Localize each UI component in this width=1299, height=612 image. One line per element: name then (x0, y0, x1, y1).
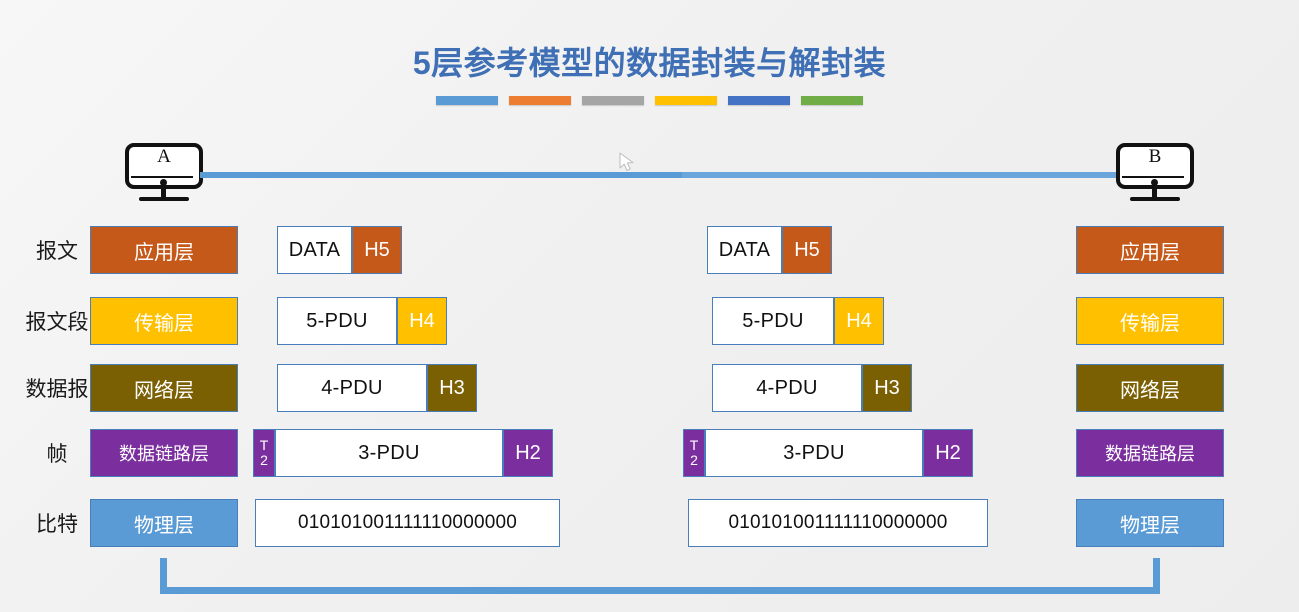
right-pdu-body: 4-PDU (712, 364, 862, 412)
left-pdu-row-5: 010101001111110000000 (255, 499, 560, 547)
left-header-cell: H5 (352, 226, 402, 274)
left-header-cell: H4 (397, 297, 447, 345)
swatch-orange (509, 96, 571, 105)
left-layer-box-5: 物理层 (90, 499, 238, 547)
right-header-cell: H2 (923, 429, 973, 477)
left-pdu-body: DATA (277, 226, 352, 274)
monitor-led (160, 179, 167, 186)
swatch-blue (436, 96, 498, 105)
left-pdu-body: 5-PDU (277, 297, 397, 345)
trailer-glyph-bottom: 2 (690, 452, 698, 468)
right-pdu-body: 010101001111110000000 (688, 499, 988, 547)
bottom-bracket-base (160, 587, 1160, 594)
right-layer-box-3: 网络层 (1076, 364, 1224, 412)
right-layer-box-1: 应用层 (1076, 226, 1224, 274)
title-accent-bars (0, 96, 1299, 105)
left-layer-box-1: 应用层 (90, 226, 238, 274)
right-pdu-body: 5-PDU (712, 297, 834, 345)
pdu-name-label-5: 比特 (36, 512, 78, 536)
monitor-neck (1152, 189, 1157, 198)
monitor-led (1151, 179, 1158, 186)
right-pdu-row-5: 010101001111110000000 (688, 499, 988, 547)
bottom-bracket-right-arm (1153, 558, 1160, 594)
right-header-cell: H4 (834, 297, 884, 345)
trailer-glyph-top: T (259, 437, 269, 453)
top-link-segment-right (682, 172, 1116, 178)
left-pdu-body: 4-PDU (277, 364, 427, 412)
monitor-base (1130, 197, 1180, 201)
page-title: 5层参考模型的数据封装与解封装 (0, 38, 1299, 84)
title-text: 5层参考模型的数据封装与解封装 (412, 45, 887, 81)
left-header-cell: H2 (503, 429, 553, 477)
right-layer-box-5: 物理层 (1076, 499, 1224, 547)
bottom-bracket-left-arm (160, 558, 167, 594)
left-header-cell: H3 (427, 364, 477, 412)
swatch-indigo (728, 96, 790, 105)
right-layer-box-4: 数据链路层 (1076, 429, 1224, 477)
monitor-neck (161, 189, 166, 198)
right-pdu-body: DATA (707, 226, 782, 274)
monitor-divider (1122, 176, 1184, 178)
host-b-label: B (1148, 146, 1162, 167)
monitor-base (139, 197, 189, 201)
host-a-monitor-icon: A (125, 143, 203, 205)
left-layer-box-2: 传输层 (90, 297, 238, 345)
left-layer-box-4: 数据链路层 (90, 429, 238, 477)
pdu-name-label-3: 数据报 (25, 377, 89, 401)
swatch-yellow (655, 96, 717, 105)
right-header-cell: H3 (862, 364, 912, 412)
right-header-cell: H5 (782, 226, 832, 274)
host-a-label: A (157, 146, 171, 167)
pdu-name-label-2: 报文段 (25, 310, 89, 334)
swatch-green (801, 96, 863, 105)
swatch-gray (582, 96, 644, 105)
left-layer-box-3: 网络层 (90, 364, 238, 412)
mouse-cursor-icon (619, 152, 634, 171)
right-pdu-body: 3-PDU (705, 429, 923, 477)
trailer-glyph-top: T (689, 437, 699, 453)
right-layer-box-2: 传输层 (1076, 297, 1224, 345)
trailer-glyph-bottom: 2 (260, 452, 268, 468)
pdu-name-label-4: 帧 (46, 442, 68, 466)
left-pdu-body: 010101001111110000000 (255, 499, 560, 547)
left-pdu-body: 3-PDU (275, 429, 503, 477)
pdu-name-label-1: 报文 (36, 239, 78, 263)
host-b-monitor-icon: B (1116, 143, 1194, 205)
top-link-segment-left (200, 172, 682, 178)
monitor-divider (131, 176, 193, 178)
